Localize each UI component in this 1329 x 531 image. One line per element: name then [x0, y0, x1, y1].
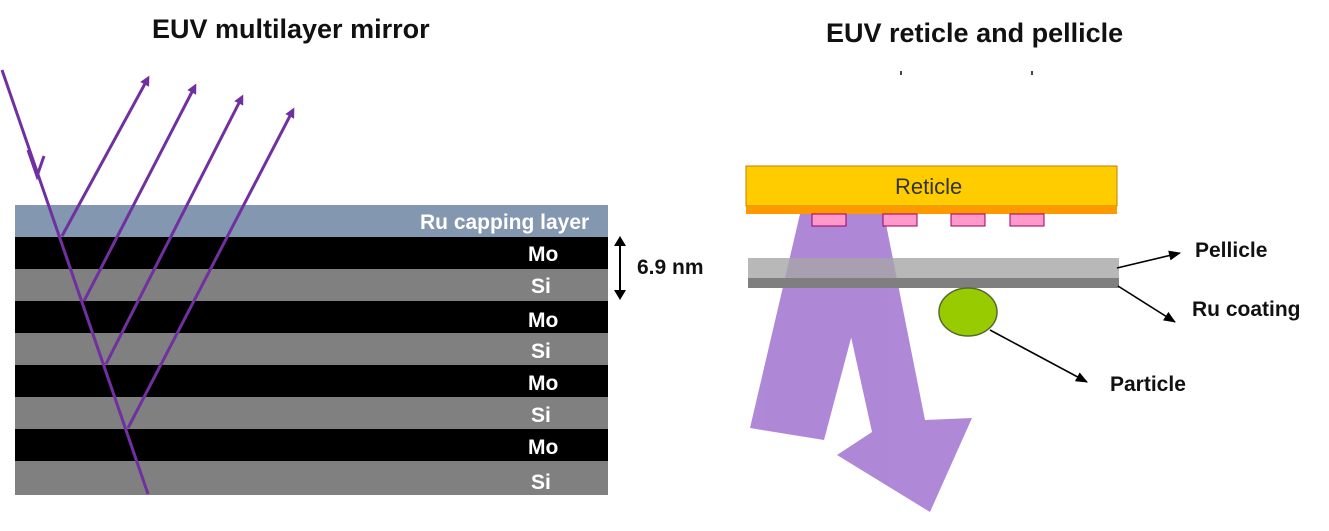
ru-coating-arrow: [1117, 285, 1176, 323]
layer-label-2: Si: [531, 275, 551, 298]
reticle-label: Reticle: [895, 174, 963, 199]
period-label: 6.9 nm: [637, 256, 704, 279]
reflected-beam-2: [82, 83, 197, 302]
mo-layer-4: [15, 429, 608, 461]
incident-beam: [0, 69, 150, 495]
absorber-4: [1009, 213, 1045, 227]
stray-mark-1: [900, 71, 902, 75]
ru-capping-layer: [15, 205, 608, 237]
mo-layer-2: [15, 301, 608, 333]
ru-coating-label: Ru coating: [1192, 298, 1301, 321]
si-layer-2: [15, 333, 608, 365]
si-layer-4: [15, 461, 608, 495]
reflected-beam-1: [60, 75, 150, 237]
capping-layer-label: Ru capping layer: [420, 211, 590, 234]
layer-label-7: Mo: [528, 436, 559, 459]
pellicle-arrow: [1116, 250, 1181, 269]
layer-label-6: Si: [531, 404, 551, 427]
layer-label-3: Mo: [528, 309, 559, 332]
si-layer-1: [15, 269, 608, 301]
particle-label: Particle: [1110, 373, 1186, 396]
right-panel-title: EUV reticle and pellicle: [826, 18, 1124, 48]
period-dimension-arrow: [614, 236, 626, 300]
absorber-2: [882, 213, 918, 227]
stray-mark-2: [1031, 71, 1033, 75]
pellicle-membrane: [748, 258, 1119, 278]
reflected-beam-3: [104, 94, 244, 365]
layer-label-8: Si: [531, 471, 551, 494]
incident-arrowhead: [26, 149, 46, 181]
reflected-beam-4: [126, 107, 295, 429]
particle-arrow: [989, 329, 1088, 383]
reticle-body: [745, 165, 1118, 207]
callout-arrows: [989, 250, 1181, 383]
multilayer-stack: [15, 205, 608, 495]
particle-shape: [938, 287, 998, 337]
layer-label-4: Si: [531, 340, 551, 363]
si-layer-3: [15, 397, 608, 429]
reticle-base: [746, 206, 1117, 214]
left-panel-title: EUV multilayer mirror: [152, 14, 430, 44]
absorber-patterns: [811, 213, 1045, 227]
absorber-3: [950, 213, 986, 227]
pellicle-label: Pellicle: [1195, 239, 1268, 262]
ru-coating-layer: [748, 278, 1119, 288]
euv-beams: [0, 69, 295, 495]
layer-label-1: Mo: [528, 243, 559, 266]
reflected-light-cone: [824, 214, 972, 512]
absorber-1: [811, 213, 847, 227]
layer-label-5: Mo: [528, 372, 559, 395]
